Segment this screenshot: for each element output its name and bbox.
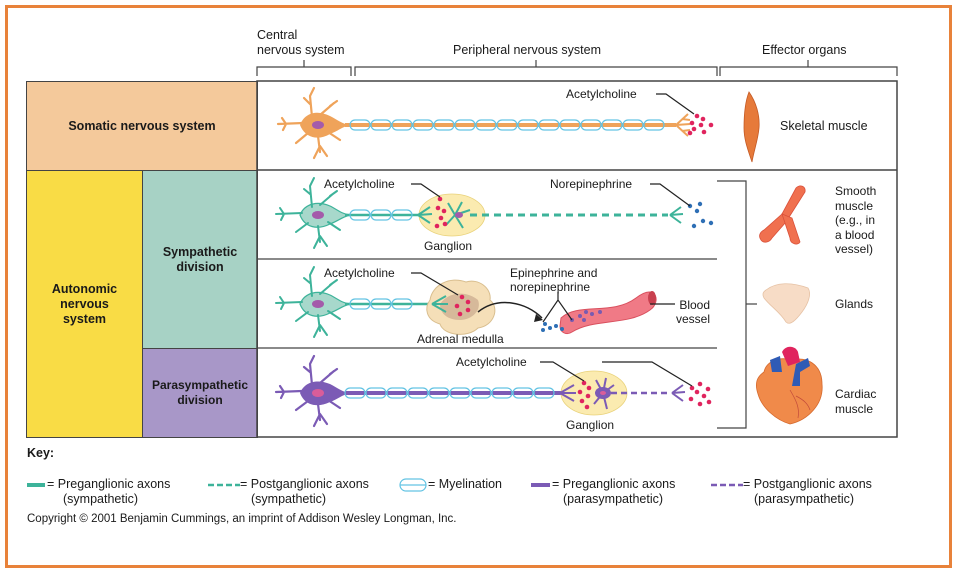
key-item-postganglionic-sympathetic: = Postganglionic axons (sympathetic)	[240, 477, 369, 507]
key-item-0-line2: (sympathetic)	[63, 492, 139, 506]
key-myelination-icon	[399, 478, 427, 492]
key-item-1-line2: (sympathetic)	[251, 492, 327, 506]
blood-vessel-label-line1: Blood	[679, 298, 711, 312]
somatic-acetylcholine-pointer	[656, 93, 695, 115]
symp1-ganglion-label: Ganglion	[424, 239, 473, 253]
parasympathetic-ganglion-acetylcholine	[577, 380, 592, 410]
autonomic-label-line1: Autonomic	[51, 281, 118, 296]
cardiac-line1: Cardiac	[835, 387, 877, 401]
key-item-3-line1: = Preganglionic axons	[552, 477, 676, 491]
outer-frame	[5, 5, 952, 568]
symp1-norepinephrine-label: Norepinephrine	[550, 177, 633, 191]
skeletal-muscle-icon	[743, 91, 760, 163]
para-ganglion-label: Ganglion	[566, 418, 615, 432]
key-item-4-line1: = Postganglionic axons	[743, 477, 872, 491]
header-effector: Effector organs	[762, 43, 847, 57]
smooth-muscle-label: Smooth muscle (e.g., in a blood vessel)	[835, 184, 876, 257]
glands-label: Glands	[835, 297, 874, 311]
blood-vessel-label-line2: vessel	[676, 312, 711, 326]
sympathetic-ganglion-acetylcholine	[434, 196, 448, 229]
copyright-notice: Copyright © 2001 Benjamin Cummings, an i…	[27, 513, 457, 525]
sympathetic-norepinephrine-dots	[687, 201, 714, 229]
sympathetic-cell: Sympathetic division	[142, 170, 258, 349]
symp2-acetylcholine-label: Acetylcholine	[324, 266, 395, 280]
adrenal-medulla-label: Adrenal medulla	[417, 332, 504, 346]
bracket-peripheral	[354, 60, 718, 76]
parasympathetic-acetylcholine-dots	[688, 381, 712, 407]
para-acetylcholine-pointers	[540, 361, 693, 387]
symp1-norepinephrine-pointer	[650, 183, 691, 207]
parasympathetic-neuron	[274, 354, 564, 428]
key-item-1-line1: = Postganglionic axons	[240, 477, 369, 491]
smooth-muscle-line3: (e.g., in	[835, 213, 876, 227]
header-central-line1: Central	[257, 28, 298, 42]
somatic-acetylcholine-label: Acetylcholine	[566, 87, 637, 101]
sympathetic-ganglion-nucleus	[455, 212, 463, 218]
parasympathetic-cell: Parasympathetic division	[142, 348, 258, 438]
header-central: Central nervous system	[257, 28, 345, 58]
bracket-central	[256, 60, 352, 76]
key-item-3-line2: (parasympathetic)	[563, 492, 664, 506]
blood-vessel-lumen	[648, 291, 656, 305]
key-item-preganglionic-parasympathetic: = Preganglionic axons (parasympathetic)	[552, 477, 675, 507]
key-title: Key:	[27, 446, 55, 460]
somatic-label: Somatic nervous system	[68, 118, 216, 133]
glands-icon	[762, 283, 810, 324]
cardiac-muscle-icon	[756, 346, 823, 425]
autonomic-effector-bracket	[717, 180, 747, 429]
key-item-preganglionic-sympathetic: = Preganglionic axons (sympathetic)	[47, 477, 170, 507]
key-item-postganglionic-parasympathetic: = Postganglionic axons (parasympathetic)	[743, 477, 872, 507]
sympathetic-neuron-2	[275, 266, 434, 338]
header-peripheral: Peripheral nervous system	[453, 43, 601, 57]
epinephrine-dots	[541, 322, 564, 332]
skeletal-muscle-label: Skeletal muscle	[780, 119, 868, 133]
symp2-hormones-label: Epinephrine and norepinephrine	[510, 266, 597, 294]
para-acetylcholine-label: Acetylcholine	[456, 355, 527, 369]
parasympathetic-label-line1: Parasympathetic	[151, 378, 249, 392]
adrenal-secretion-arrowhead	[534, 314, 543, 322]
hormones-pointer	[542, 292, 573, 323]
key-item-2-line1: = Myelination	[428, 477, 502, 491]
smooth-muscle-icon	[759, 185, 806, 245]
sympathetic-ganglion-branches	[417, 201, 471, 229]
hormones-label-line2: norepinephrine	[510, 280, 591, 294]
smooth-muscle-line5: vessel)	[835, 242, 874, 256]
adrenal-secretion-arrow	[477, 301, 543, 319]
autonomic-label-line3: system	[62, 311, 107, 326]
sympathetic-label-line2: division	[176, 259, 224, 274]
parasympathetic-label-line2: division	[177, 393, 223, 407]
adrenal-axon-terminal	[431, 295, 448, 313]
smooth-muscle-line1: Smooth	[835, 184, 877, 198]
header-central-line2: nervous system	[257, 43, 345, 57]
symp1-acetylcholine-pointer	[411, 183, 441, 198]
cardiac-line2: muscle	[835, 401, 874, 416]
parasympathetic-ganglion-neuron	[593, 377, 615, 410]
parasympathetic-pre-terminal	[559, 384, 576, 402]
symp2-acetylcholine-pointer	[411, 272, 459, 296]
blood-vessel-icon	[559, 291, 657, 335]
somatic-neuron	[276, 86, 691, 160]
sympathetic-neuron-1	[275, 177, 420, 249]
blood-vessel-label: Blood vessel	[676, 298, 710, 326]
symp1-acetylcholine-label: Acetylcholine	[324, 177, 395, 191]
somatic-cell: Somatic nervous system	[26, 81, 258, 171]
key-item-myelination: = Myelination	[428, 477, 502, 492]
smooth-muscle-line2: muscle	[835, 198, 874, 213]
adrenal-acetylcholine-dots	[454, 294, 471, 317]
cardiac-muscle-label: Cardiac muscle	[835, 387, 876, 416]
smooth-muscle-line4: a blood	[835, 227, 875, 242]
key-item-0-line1: = Preganglionic axons	[47, 477, 171, 491]
autonomic-label-line2: nervous	[60, 296, 109, 311]
sympathetic-axon-terminal	[669, 206, 684, 224]
parasympathetic-axon-terminal	[671, 384, 686, 402]
sympathetic-label-line1: Sympathetic	[162, 244, 238, 259]
bracket-effector	[719, 60, 898, 76]
somatic-acetylcholine-dots	[687, 113, 714, 136]
hormones-label-line1: Epinephrine and	[510, 266, 598, 280]
key-item-4-line2: (parasympathetic)	[754, 492, 855, 506]
